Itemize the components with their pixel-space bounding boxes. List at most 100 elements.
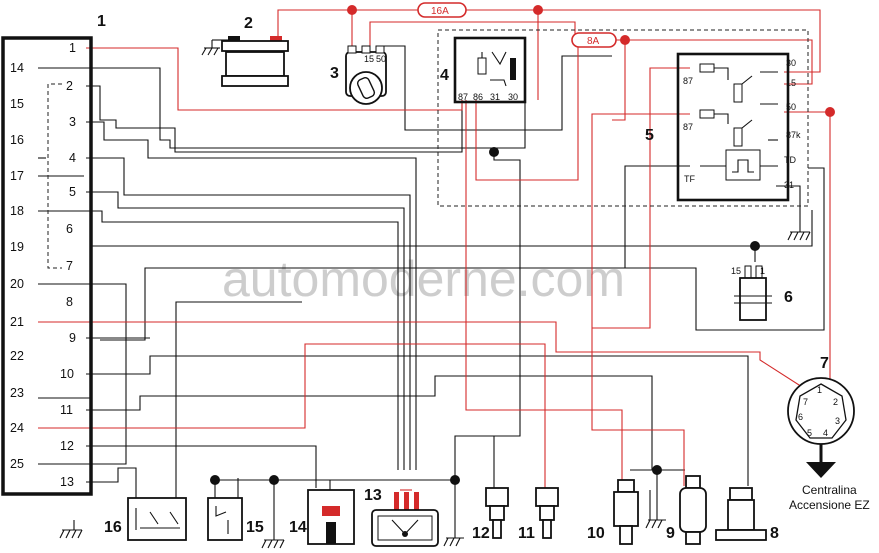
relay-box-outline [437, 29, 809, 207]
svg-text:11: 11 [60, 403, 73, 417]
svg-text:8: 8 [66, 295, 73, 309]
svg-text:17: 17 [10, 169, 24, 183]
ground-icon [787, 231, 811, 241]
svg-text:1: 1 [817, 385, 822, 395]
svg-text:1: 1 [760, 266, 765, 276]
svg-text:22: 22 [10, 349, 24, 363]
ecu-stubs [38, 157, 90, 399]
svg-text:15: 15 [786, 78, 796, 88]
ground-icon [59, 529, 83, 539]
caption-line2: Accensione EZ [789, 498, 870, 512]
svg-text:13: 13 [60, 475, 74, 489]
svg-text:87: 87 [683, 76, 693, 86]
label-4: 4 [440, 67, 449, 84]
label-3: 3 [330, 65, 339, 82]
ground-icon [443, 537, 464, 547]
black-wires [38, 39, 825, 540]
red-wires [38, 9, 831, 491]
ground-icon [261, 539, 285, 549]
label-5: 5 [645, 127, 654, 144]
svg-text:15: 15 [364, 54, 374, 64]
ignition-switch: 15 50 [345, 45, 387, 105]
label-15: 15 [246, 519, 264, 536]
svg-text:31: 31 [784, 180, 794, 190]
label-6: 6 [784, 289, 793, 306]
svg-text:1: 1 [69, 41, 76, 55]
ground-icon [201, 40, 220, 56]
label-7: 7 [820, 355, 829, 372]
svg-text:16: 16 [10, 133, 24, 147]
module-14 [307, 489, 355, 545]
svg-text:87k: 87k [786, 130, 801, 140]
junction-dots [210, 5, 835, 485]
label-9: 9 [666, 525, 675, 542]
svg-text:9: 9 [69, 331, 76, 345]
svg-text:31: 31 [490, 92, 500, 102]
airflow-meter-13 [371, 492, 439, 547]
label-2: 2 [244, 15, 253, 32]
svg-text:86: 86 [473, 92, 483, 102]
svg-text:6: 6 [798, 412, 803, 422]
svg-text:20: 20 [10, 277, 24, 291]
label-8: 8 [770, 525, 779, 542]
svg-text:50: 50 [786, 102, 796, 112]
svg-text:15: 15 [731, 266, 741, 276]
svg-text:87: 87 [683, 122, 693, 132]
main-relay-5: 87 87 TF 30 15 50 87k TD 31 [676, 52, 801, 202]
watermark: automoderne.com [222, 251, 625, 307]
label-12: 12 [472, 525, 490, 542]
svg-text:87: 87 [458, 92, 468, 102]
svg-text:5: 5 [807, 428, 812, 438]
svg-text:4: 4 [69, 151, 76, 165]
svg-text:18: 18 [10, 204, 24, 218]
relay-4: 87 86 31 30 [453, 36, 527, 104]
svg-text:2: 2 [833, 397, 838, 407]
svg-text:16A: 16A [431, 6, 449, 17]
svg-text:30: 30 [786, 58, 796, 68]
switch-15 [207, 497, 243, 541]
svg-text:24: 24 [10, 421, 24, 435]
sensor-10 [613, 479, 639, 545]
svg-text:4: 4 [823, 428, 828, 438]
label-11: 11 [518, 525, 535, 542]
distributor-7: 1 2 3 4 5 6 7 [787, 377, 855, 478]
label-16: 16 [104, 519, 122, 536]
svg-text:12: 12 [60, 439, 74, 453]
svg-text:25: 25 [10, 457, 24, 471]
ecu-block [1, 36, 93, 496]
label-1: 1 [97, 13, 106, 30]
caption-line1: Centralina [802, 483, 857, 497]
label-14: 14 [289, 519, 307, 536]
svg-text:5: 5 [69, 185, 76, 199]
svg-text:TF: TF [684, 174, 695, 184]
svg-text:50: 50 [376, 54, 386, 64]
sensor-11 [535, 487, 559, 539]
svg-text:2: 2 [66, 79, 73, 93]
svg-text:30: 30 [508, 92, 518, 102]
sensor-8 [715, 487, 767, 541]
battery [221, 36, 289, 87]
svg-text:23: 23 [10, 386, 24, 400]
svg-text:8A: 8A [587, 36, 600, 47]
svg-text:7: 7 [803, 397, 808, 407]
svg-text:3: 3 [69, 115, 76, 129]
ignition-coil: 15 1 [731, 265, 772, 321]
svg-text:TD: TD [784, 155, 796, 165]
fuse-16a: 16A [417, 2, 467, 18]
svg-text:10: 10 [60, 367, 74, 381]
svg-text:3: 3 [835, 416, 840, 426]
svg-text:7: 7 [66, 259, 73, 273]
ground-icon [645, 519, 666, 529]
label-13: 13 [364, 487, 382, 504]
svg-text:6: 6 [66, 222, 73, 236]
sensor-12 [485, 487, 509, 539]
switch-16 [127, 497, 187, 541]
fuse-8a: 8A [571, 32, 617, 48]
svg-text:19: 19 [10, 240, 24, 254]
sensor-9 [679, 475, 707, 545]
svg-text:21: 21 [10, 315, 24, 329]
svg-text:15: 15 [10, 97, 24, 111]
label-10: 10 [587, 525, 605, 542]
svg-text:14: 14 [10, 61, 24, 75]
